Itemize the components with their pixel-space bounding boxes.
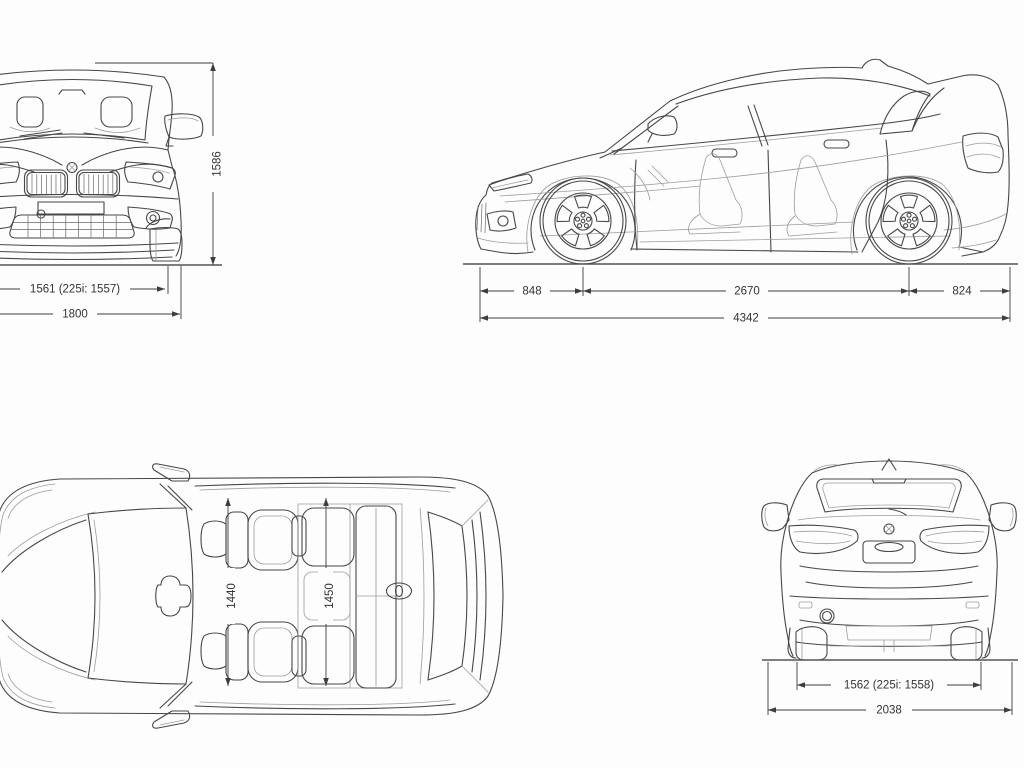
side-front-overhang-label: 848 [522, 286, 541, 298]
reflector-right [965, 601, 980, 609]
rear-width-label: 2038 [876, 705, 902, 717]
mirror-side [647, 115, 678, 143]
door-cut-b [767, 149, 772, 253]
front-wheel-arch [530, 177, 636, 251]
tailgate [961, 84, 1010, 257]
kidney-grille-icon [23, 169, 121, 198]
taillight-rear-right [919, 524, 990, 555]
beltline [611, 113, 941, 152]
wiper-side [599, 147, 623, 159]
quarter-window [879, 90, 931, 135]
mirror-top-left [152, 463, 191, 482]
front-dimensions: 1586 1561 (225i: 1557) 1800 [0, 62, 224, 321]
rear-track-label: 1562 (225i: 1558) [844, 680, 934, 692]
bmw-roundel-rear-icon [883, 523, 895, 535]
rear-window-top [427, 511, 468, 681]
headrest-right [100, 96, 133, 128]
a-pillars-top [159, 483, 193, 709]
rear-bumper [789, 595, 989, 627]
antenna-icon [881, 458, 897, 471]
front-seats-top [200, 509, 299, 683]
taillight-side [962, 132, 1004, 174]
glasshouse-top [675, 77, 931, 105]
interior-mirror [58, 89, 86, 95]
tailgate-handle-oval [385, 582, 413, 600]
front-door-cut [634, 159, 638, 251]
rear-window [816, 478, 962, 513]
exhaust-pipe [819, 608, 835, 624]
tire-right [145, 218, 183, 262]
tailgate-top [471, 511, 487, 681]
roof-rails [194, 482, 456, 710]
rear-car-body [761, 458, 1017, 661]
door-handle-rear [823, 139, 850, 149]
license-plate-front [37, 201, 105, 215]
headlight-right [124, 161, 176, 190]
top-rear-row-width-label: 1450 [324, 583, 336, 609]
third-brake-light [871, 478, 907, 484]
top-car-body [0, 463, 504, 729]
windshield-top [87, 507, 194, 685]
side-rear-overhang-label: 824 [952, 286, 972, 298]
hood-badge-mark [155, 575, 192, 617]
front-track-label: 1561 (225i: 1557) [30, 284, 120, 296]
roof-rear [811, 460, 967, 474]
rear-wheel-arch [852, 176, 963, 251]
mirror-top-right [152, 710, 191, 729]
front-bumper [475, 182, 493, 250]
front-width-label: 1800 [62, 309, 88, 321]
side-wheelbase-label: 2670 [734, 286, 760, 298]
front-view: 1586 1561 (225i: 1557) 1800 [0, 62, 224, 321]
rear-view: 1562 (225i: 1558) 2038 [761, 458, 1018, 717]
rear-seats-top [291, 503, 403, 689]
headlight-side [488, 173, 533, 192]
side-dimensions: 848 2670 824 4342 [479, 267, 1011, 325]
mirror-rear-left [761, 502, 790, 532]
antenna-fin-icon [861, 58, 889, 69]
rear-wheel-left [787, 626, 828, 661]
side-length-label: 4342 [733, 313, 759, 325]
b-pillar [747, 104, 769, 147]
rear-door-cut [861, 139, 889, 253]
hood-creases-top [1, 519, 87, 673]
windshield [0, 78, 153, 141]
top-dimensions: 1440 1450 [220, 498, 336, 686]
body-outline-top [0, 476, 504, 716]
front-wheel [539, 177, 627, 265]
side-view: 848 2670 824 4342 [463, 58, 1018, 325]
rear-dimensions: 1562 (225i: 1558) 2038 [767, 662, 1013, 717]
mirror-rear-right [988, 502, 1017, 532]
fog-lamp-side [486, 210, 517, 232]
front-grille-slats [476, 202, 487, 234]
top-front-row-width-label: 1440 [226, 583, 238, 609]
side-car-body [475, 58, 1010, 265]
rear-wiper [888, 508, 907, 516]
tailgate-creases [799, 565, 979, 589]
license-plate-rear [862, 540, 916, 564]
headlight-left [0, 161, 20, 185]
rear-wheel-right [950, 626, 991, 661]
headrest-left [16, 96, 44, 128]
front-height-label: 1586 [212, 151, 224, 177]
front-car-body [0, 69, 204, 262]
mirror-right [164, 113, 204, 147]
d-pillar [911, 87, 945, 132]
fog-lamp-left [0, 206, 17, 230]
roof-outline [0, 69, 165, 78]
hood-and-roofline [491, 66, 863, 184]
door-handle-front [711, 148, 738, 158]
bumper-creases [0, 193, 179, 254]
lower-air-intake [9, 214, 135, 239]
wipers [19, 129, 125, 140]
bmw-roundel-icon [66, 161, 78, 174]
taillight-rear-left [788, 524, 859, 555]
reflector-left [798, 601, 813, 609]
top-view: 1440 1450 [0, 463, 504, 729]
interior-silhouette [629, 153, 951, 243]
fog-lamp-right [127, 206, 173, 230]
